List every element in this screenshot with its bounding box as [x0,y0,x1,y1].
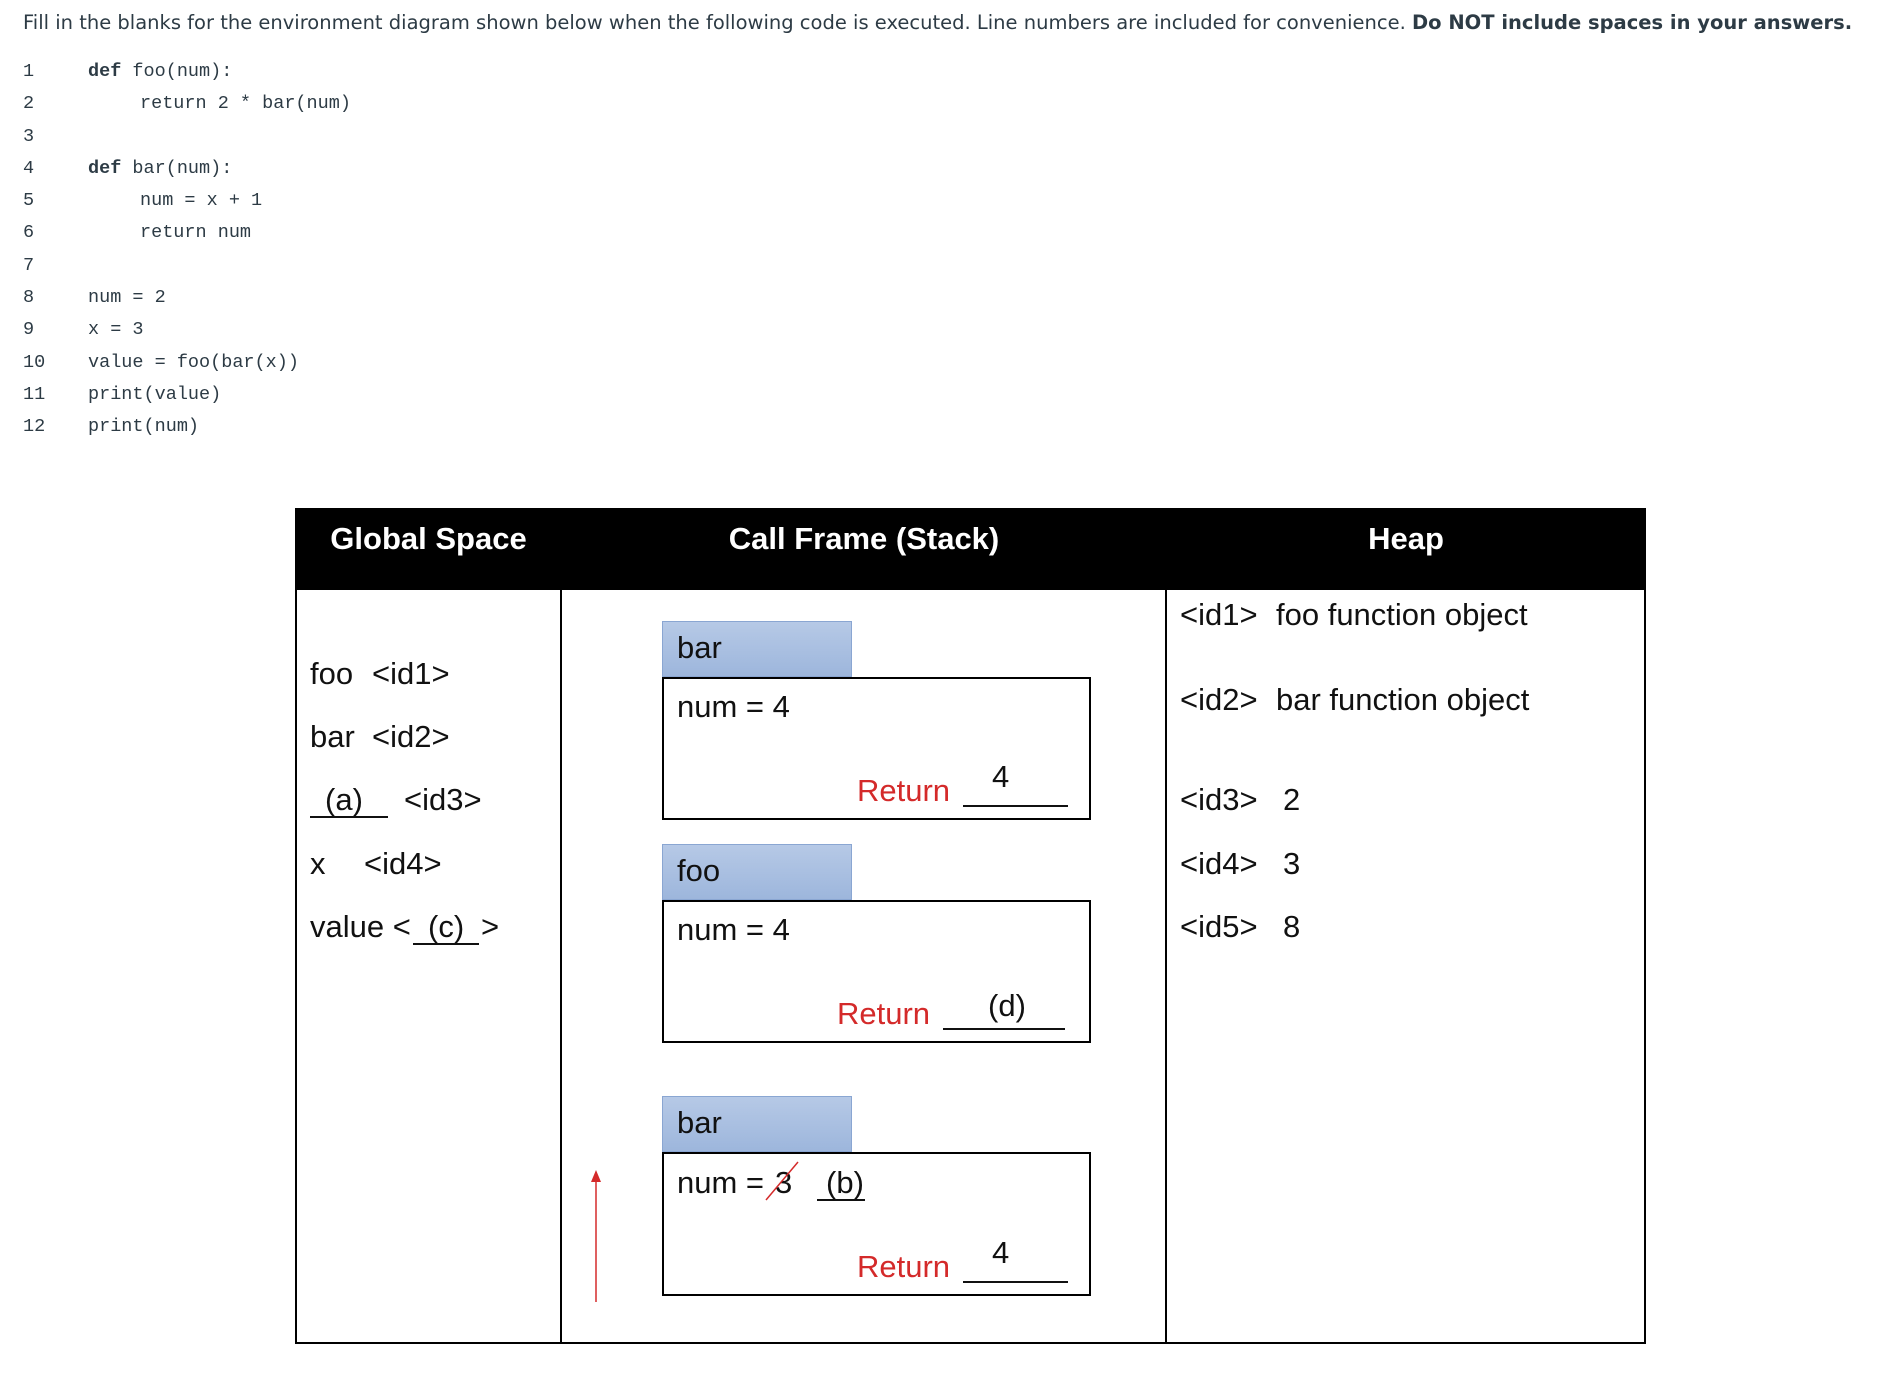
heap-value: 8 [1283,909,1301,944]
code-text: print(value) [88,383,222,405]
stack-direction-arrow-icon [591,1170,601,1302]
global-x-name: x [310,846,326,881]
frame-variable: num = [677,1165,773,1200]
return-underline [963,805,1068,807]
column-divider [560,508,562,1344]
frame-tab-bar [662,1096,852,1152]
code-text: num = x + 1 [140,190,263,212]
frame-return-label: Return [837,996,931,1031]
frame-name: bar [677,1105,722,1140]
blank-a-underline [310,816,388,818]
code-text: print(num) [88,416,200,438]
line-number: 3 [23,125,35,147]
frame-name: bar [677,630,722,665]
line-number: 4 [23,157,35,179]
return-underline [943,1028,1065,1030]
frame-return-label: Return [857,1249,951,1284]
blank-a: (a) [325,782,363,817]
blank-d: (d) [988,988,1026,1023]
code-text: def bar(num): [88,157,233,179]
blank-c-underline [413,943,479,945]
strike-mark [765,1161,799,1201]
heap-value: foo function object [1276,597,1528,632]
instructions: Fill in the blanks for the environment d… [23,8,1883,38]
line-number: 7 [23,254,35,276]
heap-value: 2 [1283,782,1301,817]
global-value-name: value < [310,909,411,944]
code-text: num = 2 [88,287,166,309]
line-number: 8 [23,287,35,309]
global-a-id: <id3> [404,782,482,817]
line-number: 11 [23,383,46,405]
heap-value: bar function object [1276,682,1530,717]
code-text: x = 3 [88,319,144,341]
frame-tab-foo [662,844,852,900]
global-x-id: <id4> [364,846,442,881]
line-number: 6 [23,222,35,244]
blank-c: (c) [428,909,465,944]
frame-box [662,677,1091,820]
header-global-space: Global Space [330,521,527,556]
line-number: 2 [23,93,35,115]
frame-variable: num = 4 [677,689,790,724]
frame-return-value: 4 [992,1235,1010,1270]
table-border-bottom [295,1342,1646,1344]
header-heap: Heap [1368,521,1444,556]
table-border-left [295,508,297,1344]
frame-return-label: Return [857,773,951,808]
header-call-frame: Call Frame (Stack) [728,521,1000,556]
line-number: 1 [23,61,35,82]
frame-return-value: 4 [992,759,1010,794]
frame-tab-bar [662,621,852,677]
global-bar-name: bar [310,719,355,754]
heap-value: 3 [1283,846,1301,881]
code-text: return 2 * bar(num) [140,93,351,115]
column-divider [1165,508,1167,1344]
frame-variable: num = 4 [677,912,790,947]
global-foo-id: <id1> [372,656,450,691]
code-text: value = foo(bar(x)) [88,351,299,373]
blank-b: (b) [826,1165,864,1200]
frame-name: foo [677,853,721,888]
heap-id: <id3> [1180,782,1258,817]
code-text: return num [140,222,252,244]
diagram-header-bar [296,508,1645,590]
table-border-right [1644,508,1646,1344]
instructions-bold: Do NOT include spaces in your answers. [1411,11,1853,34]
global-foo-name: foo [310,656,354,691]
line-number: 10 [23,351,46,373]
line-number: 12 [23,416,46,438]
line-number: 5 [23,190,35,212]
blank-b-underline [817,1199,865,1201]
code-text: def foo(num): [88,61,233,82]
heap-id: <id2> [1180,682,1258,717]
line-number: 9 [23,319,35,341]
global-value-close: > [481,909,500,944]
return-underline [963,1281,1068,1283]
frame-box [662,1152,1091,1296]
heap-id: <id4> [1180,846,1258,881]
heap-id: <id1> [1180,597,1258,632]
frame-box [662,900,1091,1043]
heap-id: <id5> [1180,909,1258,944]
instructions-text: Fill in the blanks for the environment d… [23,11,1412,34]
global-bar-id: <id2> [372,719,450,754]
